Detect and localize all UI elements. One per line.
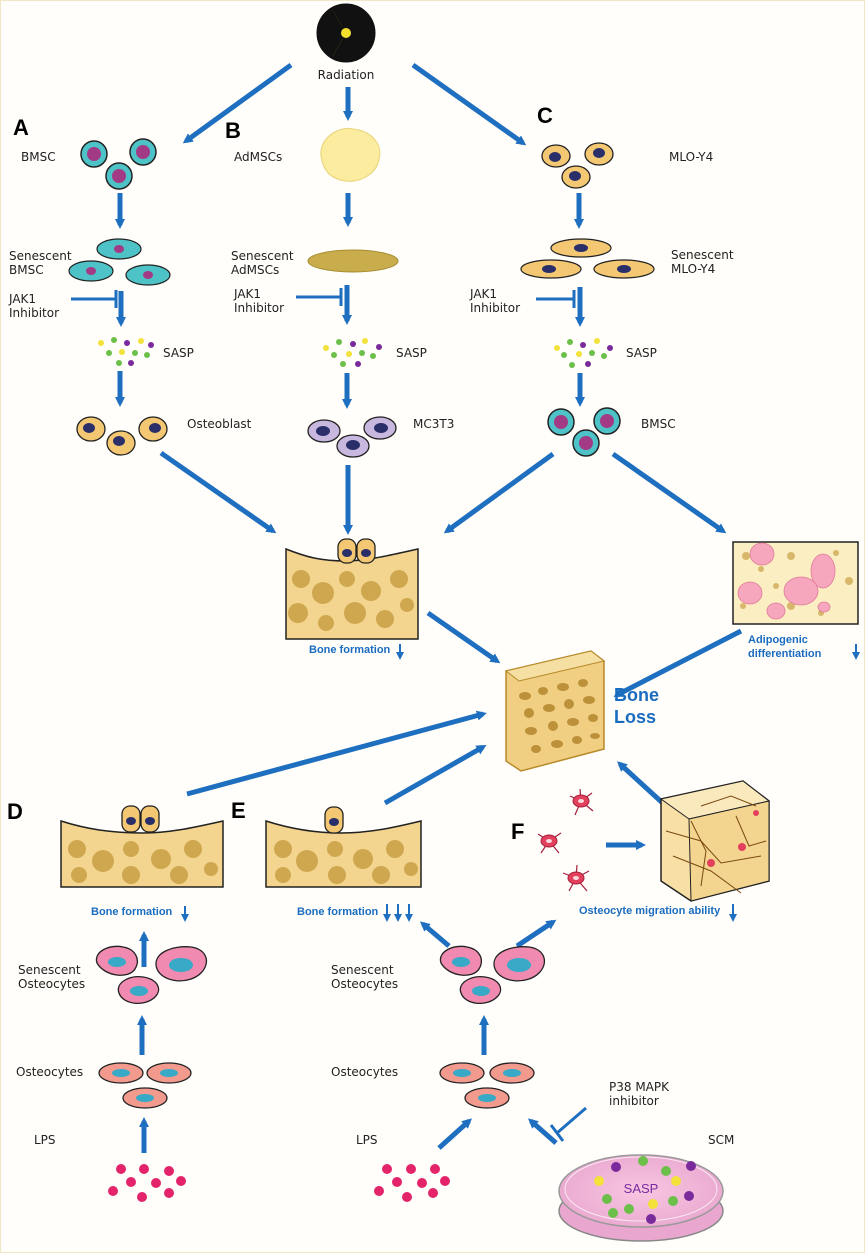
- sasp-label-c: SASP: [626, 346, 657, 360]
- mlo-y4-label: MLO-Y4: [669, 150, 713, 164]
- osteocytes-label-d: Osteocytes: [16, 1065, 83, 1079]
- bone-tissue-e: [265, 806, 422, 888]
- down-arrows-e: [383, 904, 413, 922]
- mlo-y4-cells: [541, 142, 614, 189]
- osteoblast-cells: [76, 416, 168, 456]
- arrows-to-bone: [159, 450, 727, 535]
- scm-label: SCM: [708, 1133, 734, 1147]
- senescent-osteocytes-d: [95, 945, 208, 1004]
- jak1-inhibit-b: [296, 288, 343, 306]
- admsc-cell: [320, 127, 381, 182]
- sasp-label-a: SASP: [163, 346, 194, 360]
- admscs-label: AdMSCs: [234, 150, 282, 164]
- radiation-icon: [316, 3, 376, 63]
- senescent-mlo-cells: [520, 238, 655, 279]
- senescent-bmsc-label-2: BMSC: [9, 263, 44, 277]
- senescent-admsc-cell: [307, 249, 399, 273]
- bmsc-cells: [80, 138, 157, 190]
- jak1-label-a-1: JAK1: [8, 292, 36, 306]
- bmsc-label: BMSC: [21, 150, 56, 164]
- sasp-label-b: SASP: [396, 346, 427, 360]
- jak1-inhibit-c: [536, 290, 576, 308]
- panel-letter-e: E: [231, 798, 246, 823]
- osteoblast-label: Osteoblast: [187, 417, 252, 431]
- senescent-osteocytes-e: [439, 945, 546, 1004]
- panel-letter-f: F: [511, 819, 524, 844]
- petri-dish: [558, 1154, 724, 1242]
- bmsc-cells-c: [547, 407, 621, 457]
- adipogenic-label-1: Adipogenic: [748, 634, 808, 646]
- radiation-label: Radiation: [318, 68, 375, 82]
- bone-formation-label-d: Bone formation: [91, 906, 173, 918]
- radiation-arrows: [182, 62, 527, 146]
- osteocytes-d: [98, 1062, 192, 1109]
- adipose-bone-tissue: [732, 541, 859, 625]
- panel-letter-b: B: [225, 118, 241, 143]
- bmsc-label-c: BMSC: [641, 417, 676, 431]
- bone-tissue-center: [285, 538, 419, 640]
- senescent-admscs-label-1: Senescent: [231, 249, 294, 263]
- mc3t3-cells: [307, 416, 397, 458]
- p38-label-2: inhibitor: [609, 1094, 659, 1108]
- p38-label-1: P38 MAPK: [609, 1080, 670, 1094]
- bone-tissue-d: [60, 805, 224, 888]
- senescent-osteocytes-label-d-2: Osteocytes: [18, 977, 85, 991]
- senescent-mlo-label-1: Senescent: [671, 248, 734, 262]
- senescent-admscs-label-2: AdMSCs: [231, 263, 279, 277]
- sasp-dots-a: [98, 337, 154, 366]
- jak1-label-b-2: Inhibitor: [234, 301, 284, 315]
- senescent-osteocytes-label-e-2: Osteocytes: [331, 977, 398, 991]
- mc3t3-label: MC3T3: [413, 417, 454, 431]
- senescent-osteocytes-label-e-1: Senescent: [331, 963, 394, 977]
- senescent-osteocytes-label-d-1: Senescent: [18, 963, 81, 977]
- osteocyte-migrating-cells: [537, 788, 594, 892]
- p38-inhibit: [549, 1106, 587, 1142]
- bone-loss-label-2: Loss: [614, 707, 656, 727]
- jak1-label-c-1: JAK1: [469, 287, 497, 301]
- sasp-dots-c: [554, 338, 613, 368]
- jak1-label-b-1: JAK1: [233, 287, 261, 301]
- adipogenic-label-2: differentiation: [748, 648, 822, 660]
- osteocyte-bone-block: [659, 780, 771, 902]
- osteocytes-label-e: Osteocytes: [331, 1065, 398, 1079]
- jak1-inhibit-a: [71, 290, 118, 308]
- lps-particles-e: [374, 1164, 450, 1202]
- osteocytes-e: [439, 1062, 535, 1109]
- jak1-label-a-2: Inhibitor: [9, 306, 59, 320]
- jak1-label-c-2: Inhibitor: [470, 301, 520, 315]
- lps-particles-d: [108, 1164, 186, 1202]
- arrows-to-bone-loss: [186, 610, 743, 809]
- sasp-dots-b: [323, 338, 382, 367]
- lps-label-e: LPS: [356, 1133, 378, 1147]
- panel-letter-c: C: [537, 103, 553, 128]
- migration-label: Osteocyte migration ability: [579, 905, 721, 917]
- bone-formation-label-e: Bone formation: [297, 906, 379, 918]
- bone-loss-label-1: Bone: [614, 685, 659, 705]
- senescent-bmsc-label-1: Senescent: [9, 249, 72, 263]
- lps-label-d: LPS: [34, 1133, 56, 1147]
- bone-formation-label-center: Bone formation: [309, 644, 391, 656]
- porous-bone-icon: [504, 650, 606, 772]
- panel-letter-d: D: [7, 799, 23, 824]
- senescent-mlo-label-2: MLO-Y4: [671, 262, 715, 276]
- senescent-bmsc-cells: [68, 238, 171, 286]
- panel-letter-a: A: [13, 115, 29, 140]
- dish-sasp-label: SASP: [624, 1181, 659, 1196]
